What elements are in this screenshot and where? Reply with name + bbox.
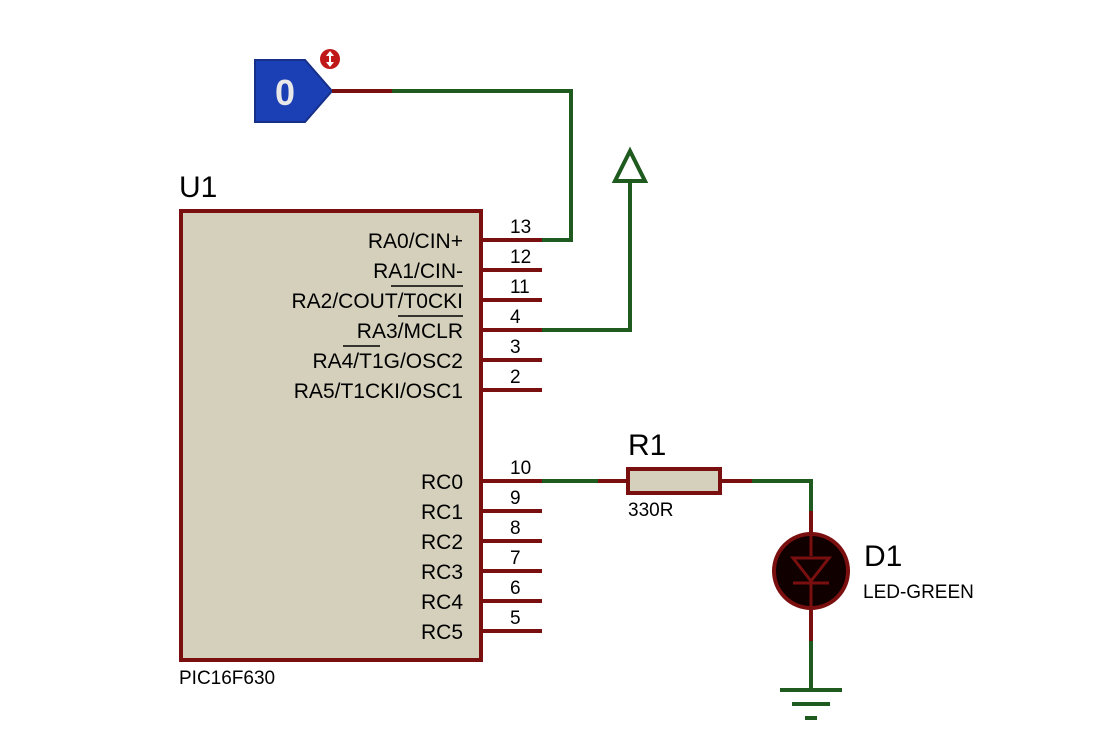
pin-name: RA4/T1G/OSC2 <box>312 350 463 373</box>
pin-name: RC5 <box>421 621 463 644</box>
pin-number: 9 <box>510 488 521 509</box>
pin-number: 12 <box>510 247 531 268</box>
logic-state-input[interactable]: 0 <box>254 59 334 123</box>
pin-number: 4 <box>510 307 521 328</box>
logic-state-body[interactable] <box>254 59 334 123</box>
pin-name: RA1/CIN- <box>373 260 463 283</box>
led-value: LED-GREEN <box>863 582 974 603</box>
pin-number: 11 <box>510 277 530 298</box>
pin-name: RC2 <box>421 531 463 554</box>
pin-name: RC3 <box>421 561 463 584</box>
mcu-ref: U1 <box>179 171 217 204</box>
pin-name: RC4 <box>421 591 463 614</box>
logic-state-value: 0 <box>275 72 295 113</box>
wire-mclr-to-power <box>542 180 632 332</box>
wire-r1-to-led <box>752 479 813 511</box>
led[interactable] <box>772 511 850 641</box>
up-down-arrow-icon[interactable] <box>320 49 340 69</box>
pin-number: 13 <box>510 217 531 238</box>
resistor[interactable] <box>598 467 752 495</box>
pin-name: RA5/T1CKI/OSC1 <box>294 380 463 403</box>
wire-logic-to-ra0 <box>392 89 573 242</box>
pin-number: 7 <box>510 548 521 569</box>
resistor-value: 330R <box>628 500 673 521</box>
ground-icon[interactable] <box>780 688 842 720</box>
pin-number: 8 <box>510 518 521 539</box>
power-arrow-icon[interactable] <box>611 146 649 183</box>
pin-number: 10 <box>510 458 531 479</box>
pin-name: RC1 <box>421 501 463 524</box>
pin-number: 2 <box>510 367 521 388</box>
pin-name: RA2/COUT/T0CKI <box>291 290 463 313</box>
pin-number: 5 <box>510 608 521 629</box>
pin-name: RC0 <box>421 471 463 494</box>
mcu-part: PIC16F630 <box>179 668 275 689</box>
resistor-ref: R1 <box>628 429 666 462</box>
pin-name: RA3/MCLR <box>357 320 463 343</box>
pin-number: 3 <box>510 337 521 358</box>
led-ref: D1 <box>864 540 902 573</box>
pin-number: 6 <box>510 578 521 599</box>
wires <box>332 89 813 690</box>
pin-name: RA0/CIN+ <box>368 230 463 253</box>
